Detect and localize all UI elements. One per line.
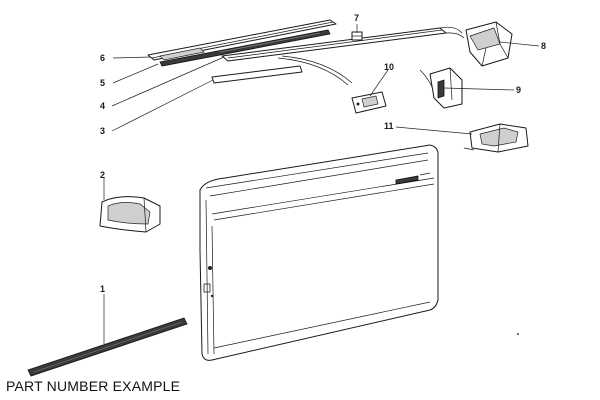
callout-2: 2 <box>100 170 105 180</box>
part-7-clip <box>351 31 363 41</box>
part-2-handle-cup <box>99 196 161 233</box>
callout-10: 10 <box>384 62 394 72</box>
part-door-panel <box>199 144 439 361</box>
stray-mark <box>517 333 519 335</box>
part-8-bracket <box>465 21 513 67</box>
part-10-plate <box>351 91 387 114</box>
part-11-hinge-bracket <box>463 123 529 153</box>
leader-lines <box>103 24 540 344</box>
callout-5: 5 <box>100 78 105 88</box>
callout-6: 6 <box>100 53 105 63</box>
part-3-lower-strip <box>211 55 437 99</box>
callout-3: 3 <box>100 126 105 136</box>
part-5-rubber-seal <box>159 29 331 67</box>
callout-9: 9 <box>516 85 521 95</box>
callout-1: 1 <box>100 284 105 294</box>
part-6-window-channel <box>147 19 337 61</box>
callout-11: 11 <box>384 121 394 131</box>
callout-8: 8 <box>541 41 546 51</box>
caption-label: PART NUMBER EXAMPLE <box>6 378 181 394</box>
part-4-trim-rail <box>221 26 465 62</box>
callout-4: 4 <box>100 101 105 111</box>
part-1-bottom-seal <box>27 317 188 377</box>
callout-7: 7 <box>354 13 359 23</box>
